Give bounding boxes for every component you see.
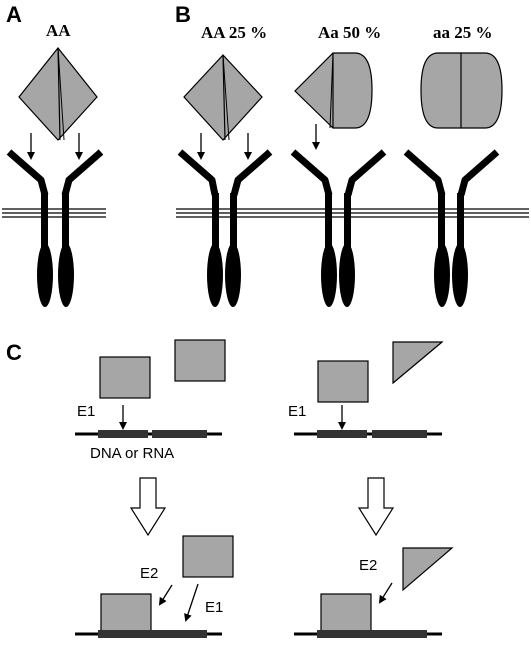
panel-c-left-bottom-strand <box>75 630 222 638</box>
panel-b-ligand-aa <box>183 54 263 141</box>
panel-c-left-e1-bottom-label: E1 <box>205 599 223 616</box>
panel-b-membrane <box>176 208 529 218</box>
panel-c-letter: C <box>6 340 22 365</box>
panel-b-genotype-aa-homo: AA 25 % <box>201 23 267 42</box>
panel-b-ligand-aa-rec <box>420 52 503 129</box>
panel-b-letter: B <box>175 2 191 27</box>
panel-c-left-enzyme-e2 <box>174 339 226 382</box>
panel-c-left-e1-bottom-arrow <box>184 583 199 622</box>
panel-a-membrane <box>2 208 106 218</box>
panel-c-right-bound-enzyme <box>320 593 372 636</box>
panel-c-left-bound-enzyme <box>100 593 152 636</box>
panel-a-receptor-dimer <box>6 149 104 307</box>
panel-c-right-e2-arrow <box>378 582 393 604</box>
panel-b-receptor-dimer-2 <box>290 149 387 307</box>
panel-c-left-top-strand <box>75 430 222 438</box>
panel-c-left-e1-label: E1 <box>77 403 95 420</box>
panel-c-right-bottom-strand <box>294 630 442 638</box>
panel-a-ligand-aa <box>18 47 98 141</box>
panel-c-left-free-enzyme <box>182 535 234 578</box>
panel-c-right-step-arrow <box>357 477 395 537</box>
panel-b-receptor-dimer-1 <box>177 149 273 307</box>
panel-a-genotype: AA <box>46 21 71 40</box>
panel-c-right-enzyme-e1 <box>317 360 369 403</box>
panel-a-letter: A <box>6 2 22 27</box>
panel-c-left-step-arrow <box>129 477 167 537</box>
panel-b-genotype-aa-het: Aa 50 % <box>318 23 381 42</box>
panel-c-right-triangle-enzyme <box>392 341 444 385</box>
panel-b-ligand-aa-het <box>294 52 373 129</box>
panel-c-left-e2-arrow <box>158 584 173 606</box>
panel-c-right-e1-label: E1 <box>288 403 306 420</box>
panel-b-receptor-dimer-3 <box>403 149 500 307</box>
panel-c-left-enzyme-e1 <box>99 356 151 399</box>
panel-b-genotype-aa-rec: aa 25 % <box>433 23 493 42</box>
panel-c-left-e2-label: E2 <box>140 565 158 582</box>
panel-c-right-free-triangle-enzyme <box>402 547 454 592</box>
panel-c-nucleic-acid-label: DNA or RNA <box>90 445 174 462</box>
panel-c-right-e2-label: E2 <box>359 557 377 574</box>
panel-c-right-top-strand <box>294 430 442 438</box>
